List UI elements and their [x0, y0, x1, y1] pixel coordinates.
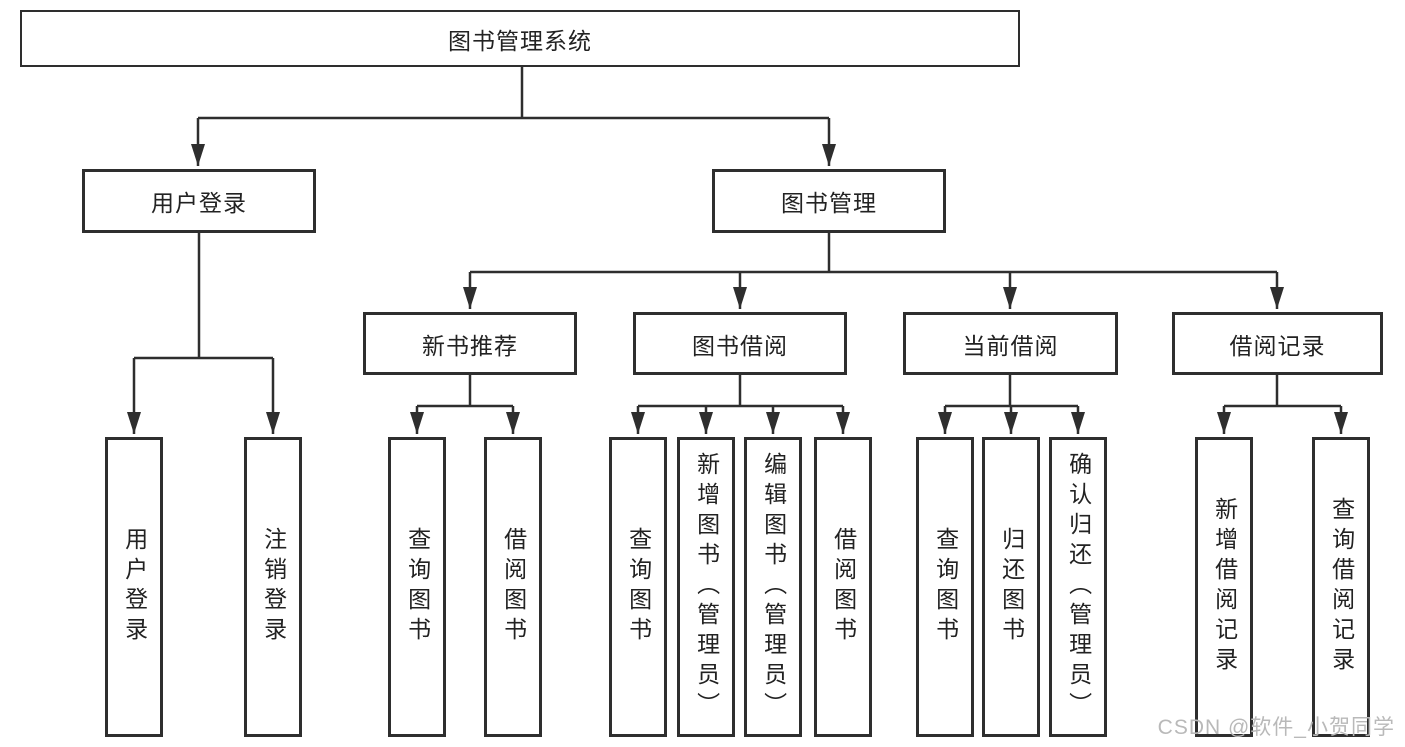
- leaf-edit-book-admin-label: 编辑图书（管理员）: [760, 452, 787, 722]
- node-book-management: 图书管理: [712, 169, 946, 233]
- leaf-borrow-books: 借阅图书: [814, 437, 872, 737]
- leaf-add-borrow-record-label: 新增借阅记录: [1211, 497, 1238, 677]
- node-new-book-recommend: 新书推荐: [363, 312, 577, 375]
- node-current-borrow: 当前借阅: [903, 312, 1118, 375]
- leaf-query-books-borrow-label: 查询图书: [625, 527, 652, 647]
- leaf-query-books-recommend: 查询图书: [388, 437, 446, 737]
- leaf-query-books-borrow: 查询图书: [609, 437, 667, 737]
- node-user-login: 用户登录: [82, 169, 316, 233]
- node-current-borrow-label: 当前借阅: [962, 332, 1059, 359]
- leaf-return-book: 归还图书: [982, 437, 1040, 737]
- leaf-logout-label: 注销登录: [260, 527, 287, 647]
- leaf-user-login-label: 用户登录: [121, 527, 148, 647]
- leaf-query-books-recommend-label: 查询图书: [404, 527, 431, 647]
- node-book-borrow: 图书借阅: [633, 312, 847, 375]
- leaf-confirm-return-admin: 确认归还（管理员）: [1049, 437, 1107, 737]
- leaf-query-books-current-label: 查询图书: [932, 527, 959, 647]
- leaf-borrow-books-recommend: 借阅图书: [484, 437, 542, 737]
- node-borrow-records: 借阅记录: [1172, 312, 1383, 375]
- leaf-user-login: 用户登录: [105, 437, 163, 737]
- leaf-query-borrow-record-label: 查询借阅记录: [1328, 497, 1355, 677]
- leaf-edit-book-admin: 编辑图书（管理员）: [744, 437, 802, 737]
- leaf-borrow-books-recommend-label: 借阅图书: [500, 527, 527, 647]
- leaf-return-book-label: 归还图书: [998, 527, 1025, 647]
- node-new-book-recommend-label: 新书推荐: [422, 332, 518, 359]
- leaf-add-borrow-record: 新增借阅记录: [1195, 437, 1253, 737]
- node-user-login-label: 用户登录: [151, 190, 247, 216]
- node-root-label: 图书管理系统: [448, 27, 592, 54]
- leaf-confirm-return-admin-label: 确认归还（管理员）: [1065, 452, 1092, 722]
- node-borrow-records-label: 借阅记录: [1229, 332, 1326, 359]
- leaf-logout: 注销登录: [244, 437, 302, 737]
- watermark: CSDN @软件_小贺同学: [1157, 716, 1395, 739]
- leaf-add-book-admin-label: 新增图书（管理员）: [693, 452, 720, 722]
- leaf-borrow-books-label: 借阅图书: [830, 527, 857, 647]
- node-book-borrow-label: 图书借阅: [692, 332, 788, 359]
- leaf-query-borrow-record: 查询借阅记录: [1312, 437, 1370, 737]
- leaf-query-books-current: 查询图书: [916, 437, 974, 737]
- node-book-management-label: 图书管理: [781, 190, 877, 216]
- node-root: 图书管理系统: [20, 10, 1020, 67]
- leaf-add-book-admin: 新增图书（管理员）: [677, 437, 735, 737]
